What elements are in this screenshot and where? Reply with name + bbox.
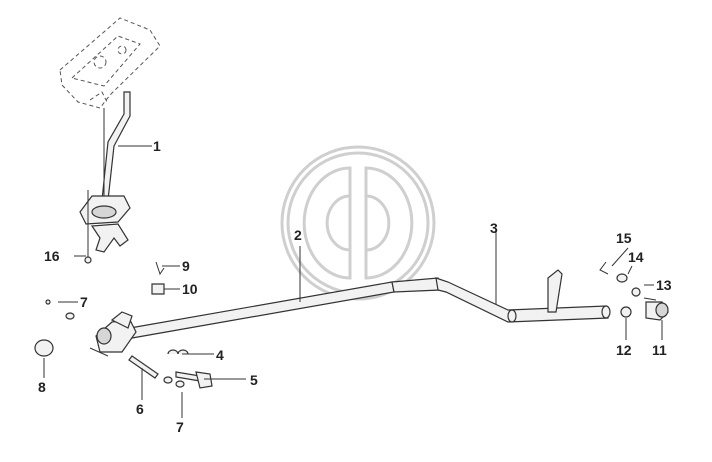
ball-joint-part-11 <box>645 301 669 321</box>
callout-2: 2 <box>294 227 302 243</box>
nut-part-12 <box>620 306 632 318</box>
screw-part-16 <box>84 256 92 264</box>
callout-16: 16 <box>44 248 60 264</box>
mounting-plate <box>59 17 161 109</box>
bolt-part-5 <box>175 371 213 389</box>
washer-part-13 <box>631 287 657 301</box>
callout-14: 14 <box>628 249 644 265</box>
callout-9: 9 <box>182 258 190 274</box>
long-shift-rod <box>129 277 441 339</box>
callout-13: 13 <box>656 277 672 293</box>
callout-4: 4 <box>216 347 224 363</box>
callout-1: 1 <box>153 138 161 154</box>
clip-part-15 <box>599 261 609 275</box>
callout-15: 15 <box>616 230 632 246</box>
spring-part-4 <box>167 349 189 355</box>
leader-lines <box>43 145 663 418</box>
left-linkage-assembly <box>89 311 137 357</box>
callout-8: 8 <box>38 379 46 395</box>
callout-10: 10 <box>182 281 198 297</box>
pin-part-10 <box>151 283 165 295</box>
callout-3: 3 <box>490 220 498 236</box>
cap-part-8 <box>34 339 54 357</box>
callout-7-bottom: 7 <box>176 419 184 435</box>
callout-6: 6 <box>136 401 144 417</box>
bent-shift-rod <box>435 269 611 323</box>
callout-11: 11 <box>652 342 667 358</box>
callout-7-top: 7 <box>80 294 88 310</box>
callout-12: 12 <box>616 342 632 358</box>
clip-washer-part-7-bottom <box>163 376 185 388</box>
nut-part-14 <box>616 273 628 283</box>
callout-5: 5 <box>250 372 258 388</box>
clip-part-9 <box>155 261 165 276</box>
lever-base-bracket <box>79 190 131 258</box>
clip-washer-part-7-top <box>45 299 75 320</box>
pin-part-6 <box>128 355 159 379</box>
logo-watermark-icon <box>280 145 436 301</box>
